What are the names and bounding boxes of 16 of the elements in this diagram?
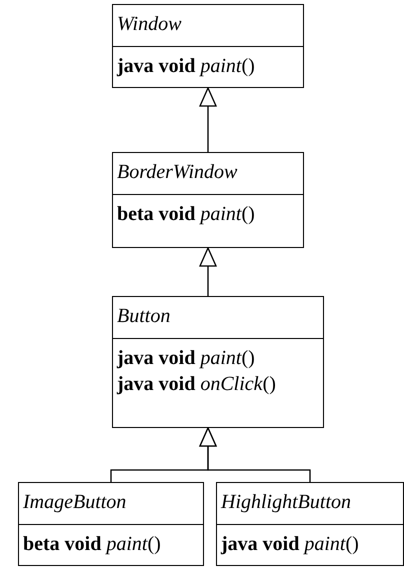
- class-name: BorderWindow: [117, 161, 238, 183]
- method-signature: java void paint(): [117, 54, 256, 79]
- class-name: ImageButton: [23, 491, 126, 513]
- method-signature: java void paint(): [221, 532, 360, 557]
- class-box: [112, 4, 304, 88]
- method-signature: java void paint(): [117, 346, 256, 371]
- class-box: [216, 482, 404, 566]
- class-box: [18, 482, 204, 566]
- class-name: Button: [117, 305, 170, 327]
- method-signature: java void onClick(): [117, 372, 277, 397]
- class-box: [112, 296, 324, 428]
- method-signature: beta void paint(): [23, 532, 162, 557]
- class-box: [112, 152, 304, 248]
- method-signature: beta void paint(): [117, 202, 256, 227]
- class-name: Window: [117, 13, 182, 35]
- class-name: HighlightButton: [221, 491, 351, 513]
